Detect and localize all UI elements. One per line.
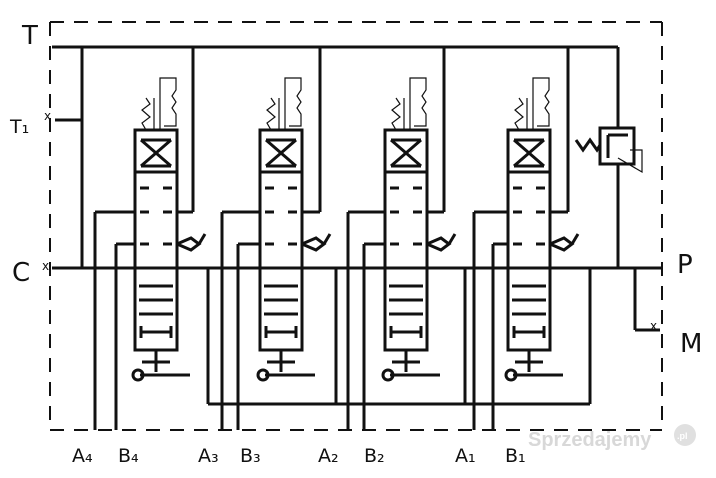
valve-section-1: [472, 47, 580, 430]
label-T: T: [21, 21, 38, 51]
watermark-suffix: .pl: [677, 431, 688, 441]
port-label-B4: B₄: [118, 445, 139, 467]
watermark: Sprzedajemy .pl: [528, 424, 696, 451]
port-label-A4: A₄: [72, 445, 93, 467]
label-T1-x: x: [44, 109, 51, 123]
spring-3: [266, 77, 302, 131]
label-M-x: x: [650, 319, 657, 333]
watermark-text: Sprzedajemy: [528, 429, 652, 451]
main-lines: [52, 45, 662, 406]
port-label-B2: B₂: [364, 445, 385, 467]
valve-section-2: [346, 47, 457, 430]
port-label-A1: A₁: [455, 445, 476, 467]
spring-1: [514, 77, 550, 131]
relief-valve-symbol: [574, 126, 636, 166]
relief-drain: [617, 149, 643, 174]
label-M: M: [680, 329, 702, 359]
spring-2: [391, 77, 427, 131]
label-P: P: [677, 250, 693, 280]
housing-outline: [49, 21, 663, 431]
label-C: C: [12, 258, 30, 288]
spring-4: [141, 77, 177, 131]
watermark-badge: [674, 424, 696, 446]
port-label-B3: B₃: [240, 445, 261, 467]
port-label-B1: B₁: [505, 445, 526, 467]
port-label-A2: A₂: [318, 445, 339, 467]
valve-section-3: [220, 47, 332, 430]
port-label-A3: A₃: [198, 445, 219, 467]
label-T1: T₁: [9, 116, 29, 138]
label-C-x: x: [42, 259, 49, 273]
valve-section-4: [93, 47, 207, 430]
